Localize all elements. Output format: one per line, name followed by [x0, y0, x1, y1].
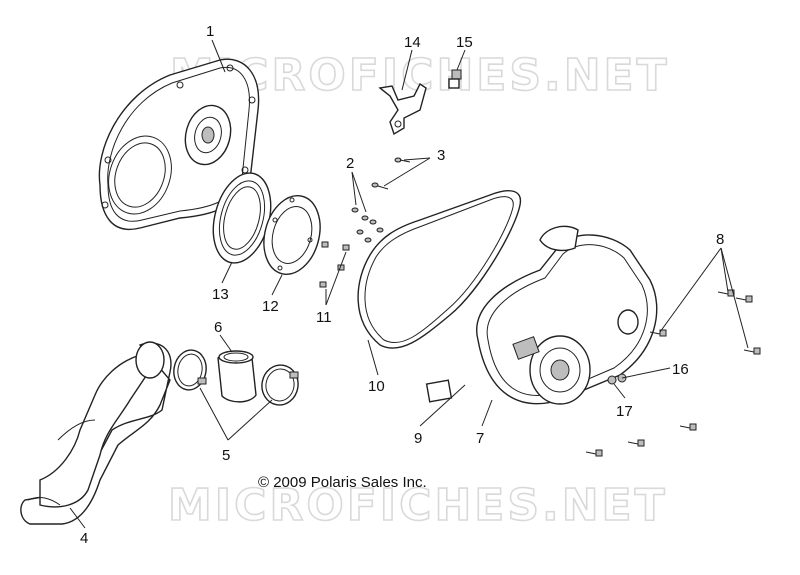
screws-11-part [319, 241, 350, 288]
sensor-part [448, 69, 462, 89]
leader-lines [69, 39, 749, 529]
callout-6: 6 [214, 319, 222, 336]
drive-belt-part [357, 189, 522, 349]
outer-cover-part [476, 225, 658, 405]
air-duct-part [20, 341, 172, 525]
callouts: 1 2 3 4 5 6 7 8 9 10 11 12 13 14 15 16 1… [80, 23, 724, 547]
callout-5: 5 [222, 447, 230, 464]
coupler-part [217, 350, 257, 403]
bracket-part [378, 82, 427, 136]
callout-14: 14 [404, 34, 421, 51]
callout-1: 1 [206, 23, 214, 40]
bolts-2-3-part [351, 157, 411, 243]
fasteners-16-17-part [607, 373, 627, 385]
callout-3: 3 [437, 147, 445, 164]
callout-13: 13 [212, 286, 229, 303]
callout-8: 8 [716, 231, 724, 248]
decal-part [425, 379, 453, 403]
callout-12: 12 [262, 298, 279, 315]
callout-10: 10 [368, 378, 385, 395]
callout-15: 15 [456, 34, 473, 51]
callout-2: 2 [346, 155, 354, 172]
bolts-8-part [585, 289, 761, 457]
watermark-bottom: MICROFICHES.NET [168, 480, 668, 531]
inner-cover-part [98, 58, 260, 231]
callout-16: 16 [672, 361, 689, 378]
seal-ring-part [212, 172, 272, 264]
callout-9: 9 [414, 430, 422, 447]
callout-7: 7 [476, 430, 484, 447]
copyright-text: © 2009 Polaris Sales Inc. [258, 474, 427, 491]
callout-11: 11 [316, 309, 332, 326]
callout-4: 4 [80, 530, 88, 547]
retainer-plate-part [263, 195, 321, 275]
clamps-part [173, 349, 299, 406]
callout-17: 17 [616, 403, 633, 420]
